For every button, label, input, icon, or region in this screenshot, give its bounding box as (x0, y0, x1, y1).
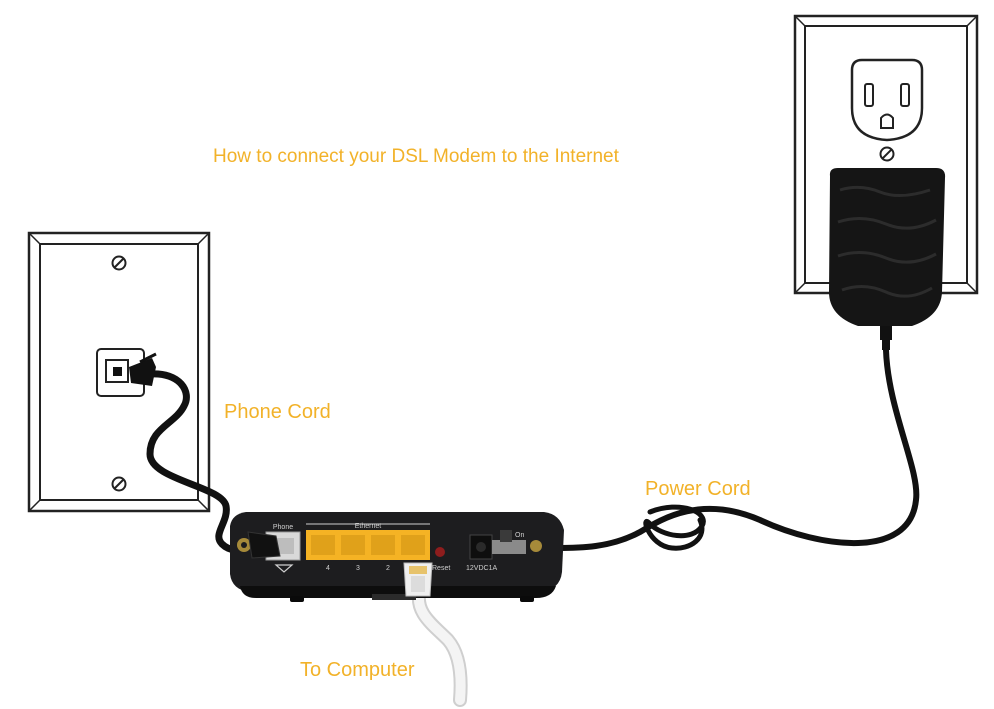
dsl-modem: Phone Ethernet 4 3 2 Reset 12VDC1A On (230, 512, 564, 602)
ethernet-cable (411, 583, 468, 707)
diagram-title: How to connect your DSL Modem to the Int… (213, 146, 619, 167)
power-switch-icon (500, 530, 512, 542)
phone-port-label: Phone (273, 524, 293, 531)
screw-icon (879, 146, 895, 162)
reset-button-icon (435, 547, 445, 557)
ethernet-plug (403, 562, 433, 597)
power-cord-label: Power Cord (645, 478, 751, 500)
dc-power-jack-icon (469, 534, 493, 560)
port-label: 2 (386, 565, 390, 572)
phone-cord (129, 352, 256, 555)
screw-icon (111, 255, 127, 271)
power-plug (492, 540, 526, 554)
power-input-label: 12VDC1A (466, 565, 497, 572)
ethernet-label: Ethernet (355, 523, 382, 530)
ethernet-ports (306, 530, 430, 560)
outlet-receptacle-icon (850, 58, 924, 142)
phone-cord-label: Phone Cord (224, 401, 331, 423)
reset-label: Reset (432, 565, 450, 572)
screw-icon (111, 476, 127, 492)
coax-connector-icon (237, 538, 251, 552)
power-cord (552, 347, 920, 551)
to-computer-label: To Computer (300, 659, 415, 681)
wall-phone-jack-plate (27, 231, 211, 513)
port-label: 3 (356, 565, 360, 572)
antenna-connector-icon (530, 540, 542, 552)
phone-jack-icon (96, 348, 145, 397)
port-label: 4 (326, 565, 330, 572)
power-adapter (829, 168, 946, 350)
switch-on-label: On (515, 532, 524, 539)
